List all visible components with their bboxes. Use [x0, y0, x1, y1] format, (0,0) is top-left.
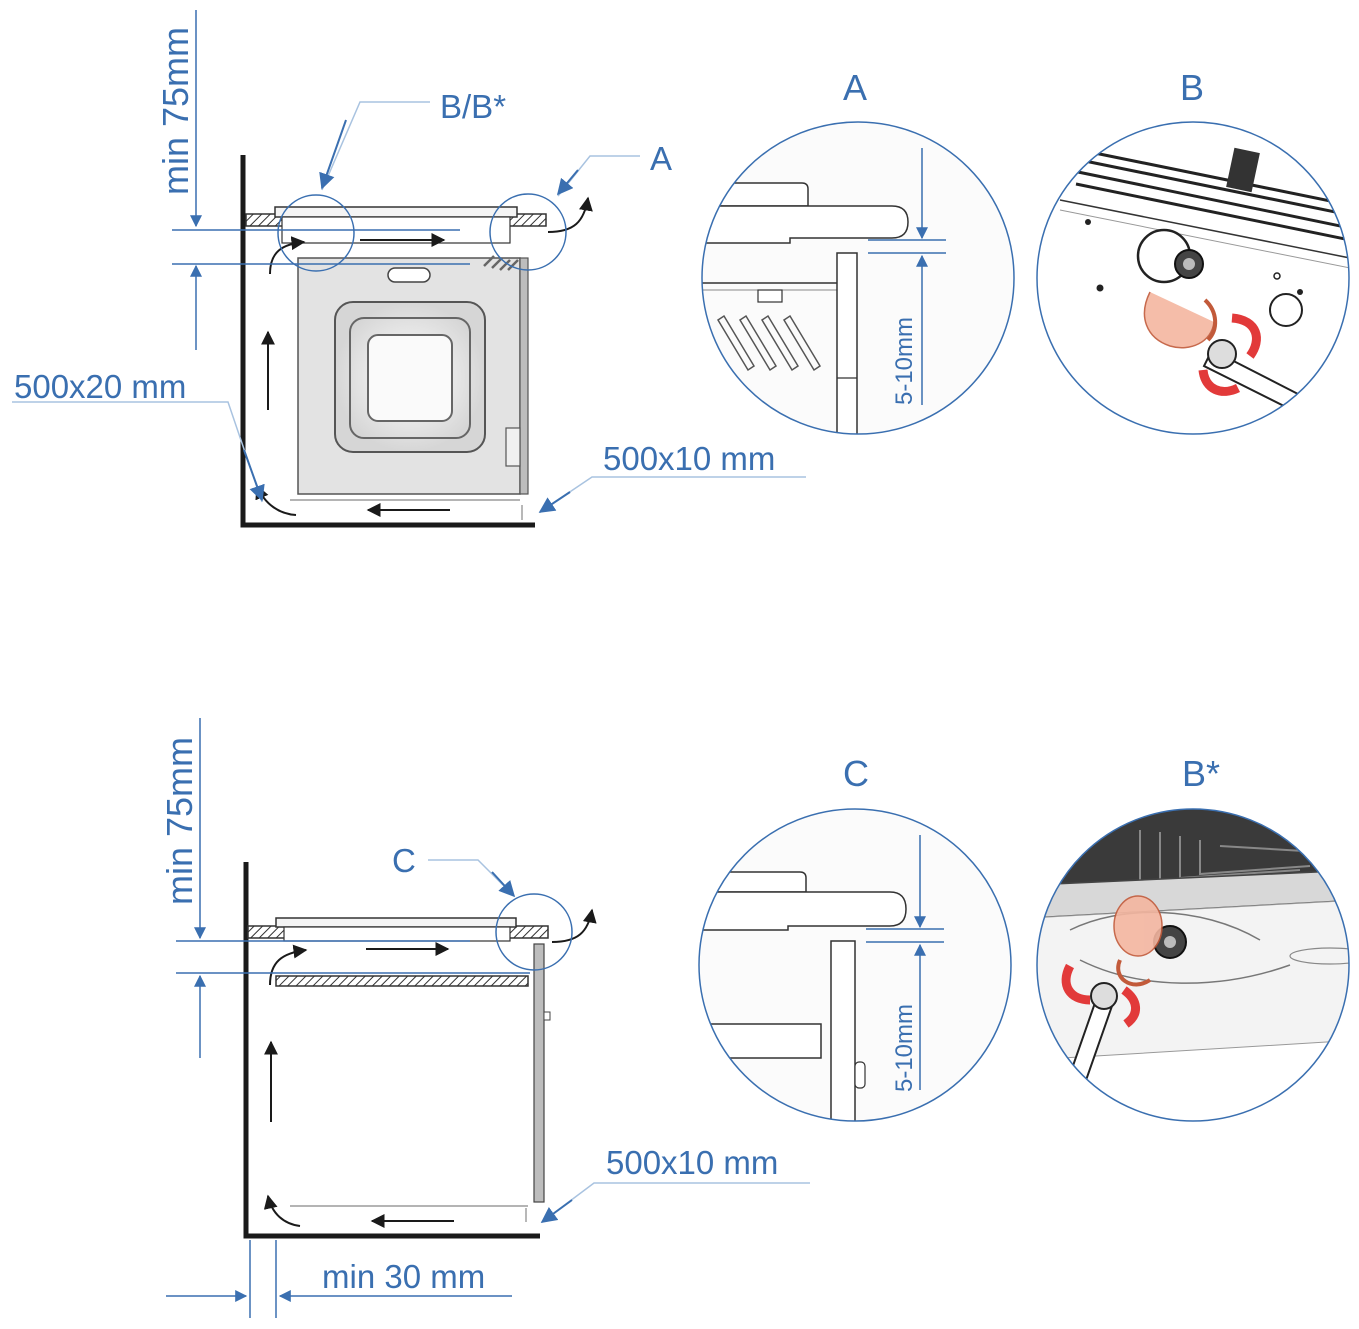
hob-plate: [274, 206, 518, 218]
cabinet-wall: [240, 155, 535, 528]
vent-slashes: [483, 255, 519, 271]
oven-control: [505, 427, 521, 467]
callout-c-label: C: [392, 842, 416, 879]
detail-bstar-title: B*: [1182, 753, 1220, 794]
detail-c-gap: 5-10mm: [891, 1004, 918, 1092]
bottom-diagram: min 75mm C 500x10 mm min 30 mm: [159, 718, 810, 1318]
detail-a: A 5-10mm: [701, 67, 1015, 435]
oven-cavity-inner: [367, 334, 453, 422]
detail-c-title: C: [843, 753, 869, 794]
airflow-arrows-bottom: [263, 908, 597, 1228]
callout-circle-c: [495, 893, 573, 971]
cabinet-wall-bottom: [243, 862, 540, 1239]
dimension-min30: [166, 1240, 512, 1318]
oven-door-side: [519, 257, 529, 495]
detail-c: C 5-10mm: [698, 753, 1012, 1122]
outlet-size-label-top: 500x10 mm: [603, 440, 775, 477]
detail-b: B: [1036, 67, 1350, 435]
oven-handle: [387, 267, 431, 283]
dimension-min75-top: [172, 10, 470, 350]
callout-a-label: A: [650, 140, 672, 177]
dimension-min75-bottom: [176, 718, 530, 1058]
hob-plate-bottom: [275, 917, 517, 928]
outlet-size-label-bottom: 500x10 mm: [606, 1144, 778, 1181]
callout-circle-bb: [277, 194, 355, 272]
wall-gap-label: min 30 mm: [322, 1258, 485, 1295]
airflow-arrows: [255, 196, 593, 517]
detail-b-title: B: [1180, 67, 1204, 108]
min75-label-bottom: min 75mm: [159, 737, 200, 905]
oven-cavity-mid: [349, 317, 471, 439]
callout-bb-label: B/B*: [440, 88, 506, 125]
hob-body-bottom: [283, 926, 511, 942]
oven-door-bottom: [533, 943, 545, 1203]
shelf-bottom: [275, 975, 529, 987]
detail-a-gap: 5-10mm: [891, 317, 918, 405]
min75-label-top: min 75mm: [155, 27, 196, 195]
detail-a-title: A: [843, 67, 867, 108]
top-diagram: min 75mm B/B* A 500x20 mm 500x10 mm: [12, 10, 806, 528]
detail-bstar: B*: [1036, 753, 1350, 1122]
callout-circle-a: [489, 193, 567, 271]
inlet-size-label: 500x20 mm: [14, 368, 186, 405]
